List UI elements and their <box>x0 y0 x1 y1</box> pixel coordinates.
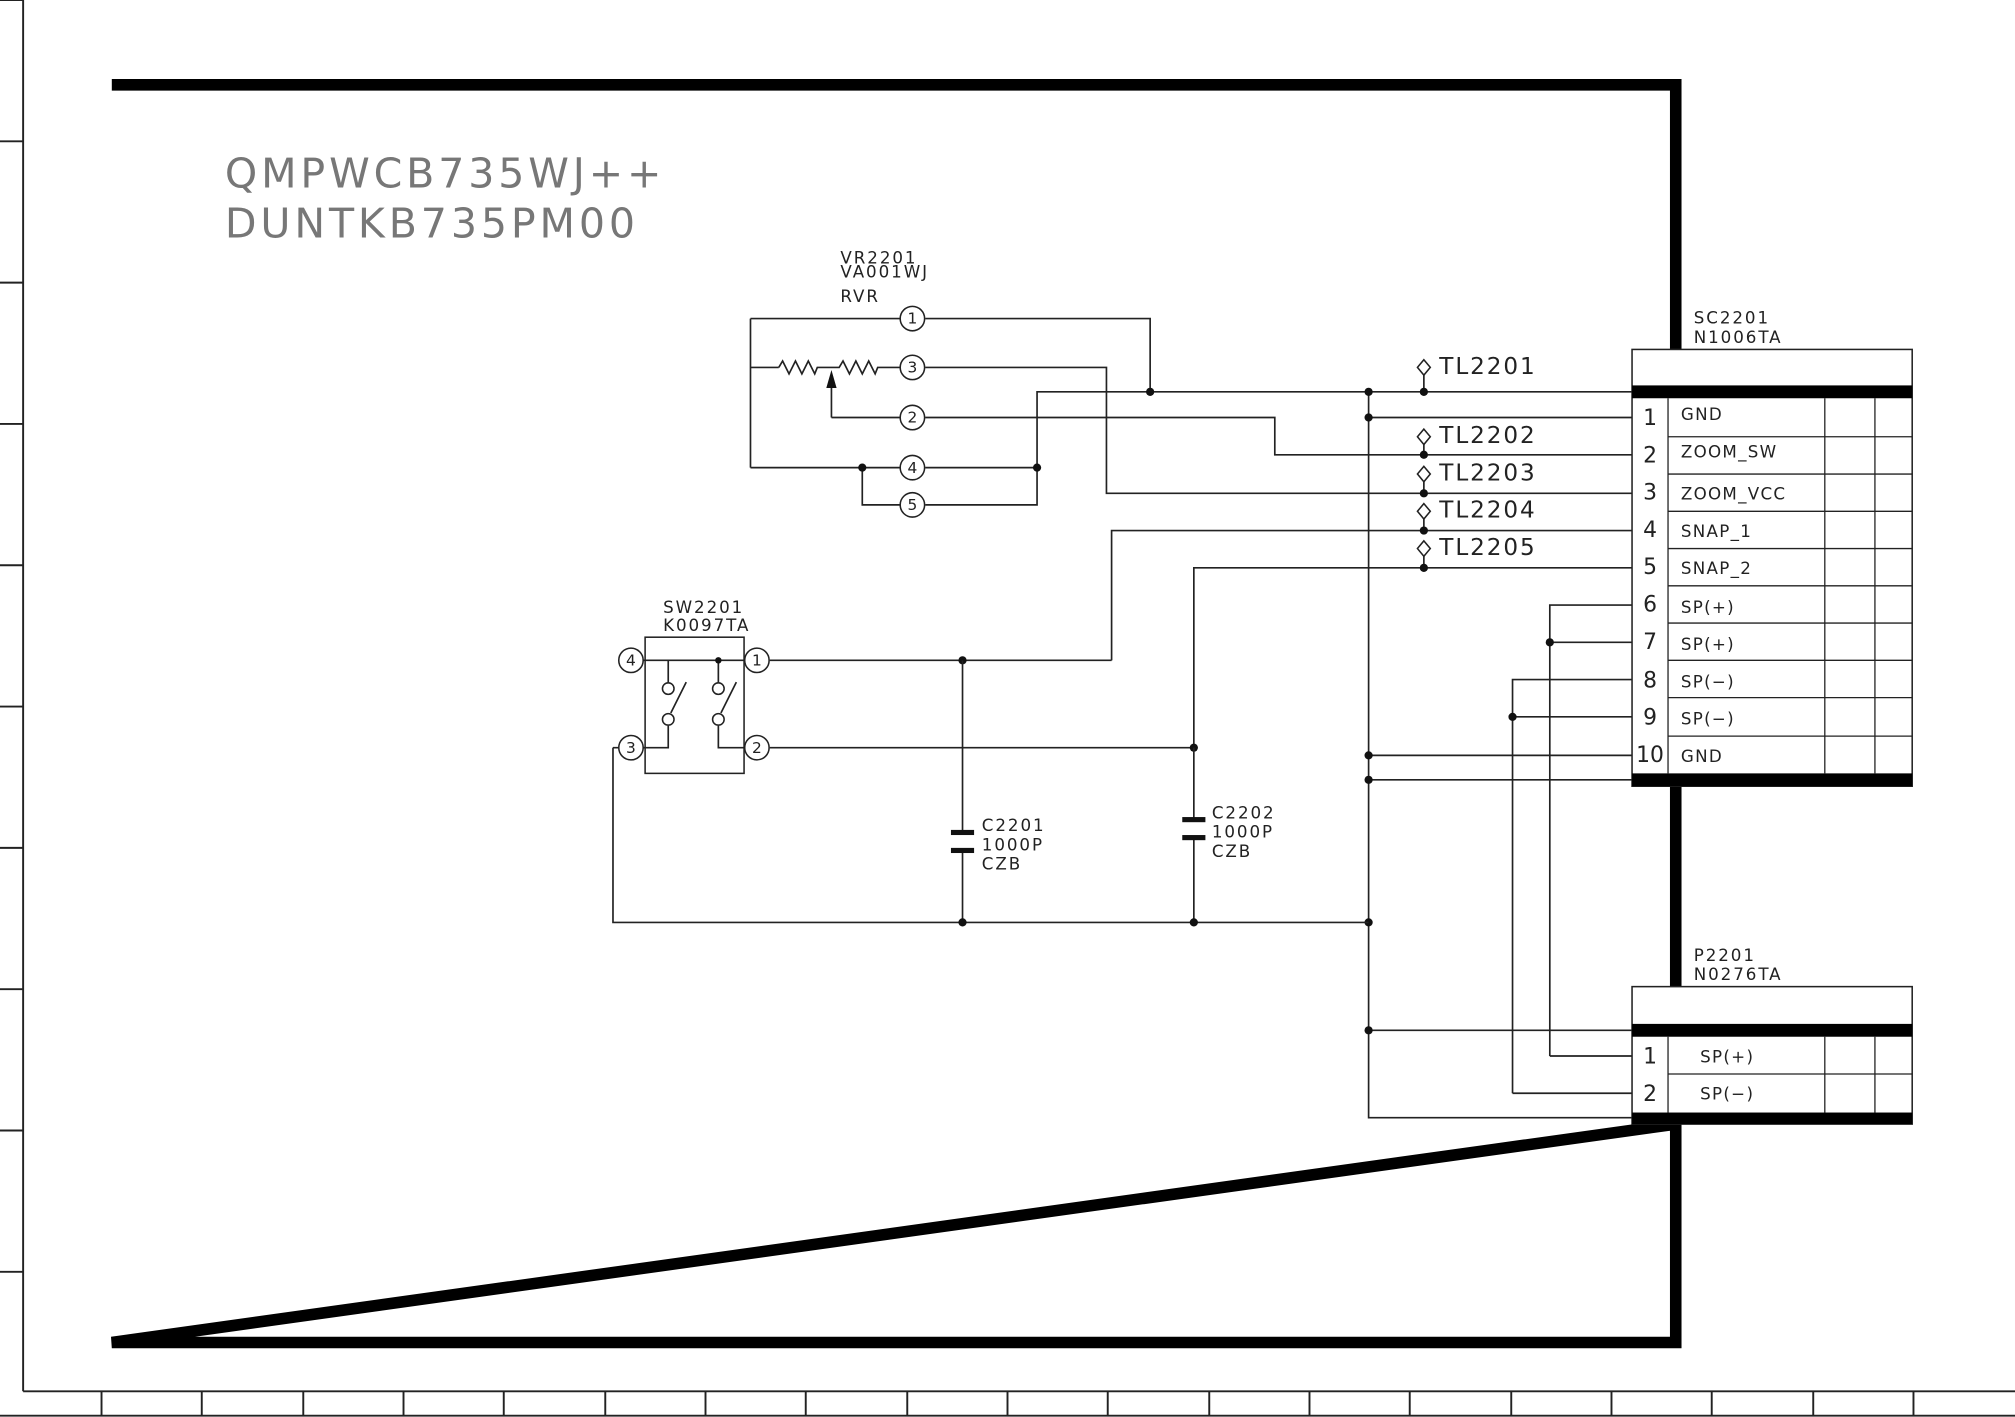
vr2201-type: RVR <box>840 286 879 306</box>
p2201-pin-signal: SP(−) <box>1700 1084 1754 1104</box>
sc2201-pin-signal: SNAP_1 <box>1681 521 1752 542</box>
sc2201-pin-signal: SP(+) <box>1681 634 1735 654</box>
p2201-pin-signal: SP(+) <box>1700 1046 1754 1066</box>
c2202-value: 1000P <box>1212 822 1274 842</box>
sc2201-pin-number: 10 <box>1636 743 1664 768</box>
test-point-marker <box>1416 427 1432 446</box>
sc2201-pin-signal: SP(−) <box>1681 709 1735 729</box>
sc2201-pin-number: 5 <box>1643 555 1657 580</box>
test-point-label: TL2202 <box>1438 423 1536 449</box>
vr2201-pin: 5 <box>907 496 917 514</box>
junction-dot <box>1032 463 1042 472</box>
vr2201-pin: 4 <box>907 459 917 477</box>
p2201-connector: P2201 N0276TA 1 2 SP(+) SP(−) <box>1631 945 1913 1125</box>
sc2201-pin-number: 1 <box>1643 406 1657 431</box>
vr2201-pin: 2 <box>907 409 917 427</box>
junction-dot <box>858 463 867 472</box>
sc2201-part: N1006TA <box>1694 327 1783 347</box>
c2201-value: 1000P <box>982 834 1044 854</box>
sw2201-pin: 4 <box>626 651 636 669</box>
sc2201-pin-signal: SP(−) <box>1681 671 1735 691</box>
vr2201-part: VA001WJ <box>840 261 929 281</box>
test-point-label: TL2204 <box>1438 498 1536 524</box>
net-wiring <box>1110 387 1633 1119</box>
test-point-label: TL2203 <box>1438 460 1536 486</box>
p2201-pin-number: 2 <box>1643 1082 1657 1107</box>
board-unit-number: DUNTKB735PM00 <box>225 200 639 248</box>
junction-dot <box>1146 387 1155 396</box>
vr2201-ref: VR2201 <box>840 247 917 267</box>
sc2201-pin-number: 7 <box>1643 630 1657 655</box>
test-point-marker <box>1416 465 1432 483</box>
c2202-capacitor: C2202 1000P CZB <box>1182 747 1276 927</box>
p2201-part: N0276TA <box>1694 964 1783 984</box>
vr2201-component: VR2201 VA001WJ RVR 1 3 2 4 5 <box>749 247 1633 518</box>
c2201-ref: C2201 <box>982 815 1046 835</box>
vr2201-pin: 1 <box>907 310 917 328</box>
c2202-ref: C2202 <box>1212 802 1276 822</box>
c2201-capacitor: C2201 1000P CZB <box>950 660 1046 927</box>
board-part-number: QMPWCB735WJ++ <box>225 150 665 198</box>
sc2201-pin-number: 3 <box>1643 481 1657 506</box>
sc2201-pin-number: 6 <box>1643 593 1657 618</box>
sw2201-part: K0097TA <box>663 615 750 635</box>
vr2201-pin: 3 <box>907 359 917 377</box>
c2201-type: CZB <box>982 854 1022 874</box>
sc2201-pin-number: 4 <box>1643 518 1657 543</box>
test-point-label: TL2205 <box>1438 535 1536 561</box>
sc2201-connector: SC2201 N1006TA 1 2 3 4 5 6 7 8 9 10 GND <box>1631 308 1913 787</box>
sc2201-pin-signal: SP(+) <box>1681 597 1735 617</box>
sw2201-pin: 2 <box>752 739 762 757</box>
test-point-label: TL2201 <box>1438 354 1536 380</box>
pcb-outline <box>111 79 1682 1349</box>
sw2201-component: SW2201 K0097TA 4 1 3 2 <box>612 597 1369 924</box>
test-points: TL2201 TL2202 TL2203 TL2204 TL2205 <box>1416 354 1536 572</box>
sc2201-ref: SC2201 <box>1694 308 1770 328</box>
sc2201-pin-number: 9 <box>1643 706 1657 731</box>
test-point-marker <box>1416 539 1432 558</box>
sc2201-pin-number: 2 <box>1643 443 1657 468</box>
sc2201-pin-signal: SNAP_2 <box>1681 558 1752 579</box>
sc2201-pin-signal: GND <box>1681 746 1723 766</box>
sc2201-pin-signal: GND <box>1681 404 1723 424</box>
sc2201-pin-number: 8 <box>1643 668 1657 693</box>
sc2201-pin-signal: ZOOM_SW <box>1681 441 1778 462</box>
c2202-type: CZB <box>1212 841 1252 861</box>
sw2201-pin: 3 <box>626 739 636 757</box>
p2201-ref: P2201 <box>1694 945 1756 965</box>
sc2201-pin-signal: ZOOM_VCC <box>1681 484 1786 505</box>
sw2201-pin: 1 <box>752 651 762 669</box>
test-point-marker <box>1416 502 1432 521</box>
sw2201-ref: SW2201 <box>663 597 744 617</box>
test-point-marker <box>1416 358 1432 377</box>
p2201-pin-number: 1 <box>1643 1045 1657 1070</box>
